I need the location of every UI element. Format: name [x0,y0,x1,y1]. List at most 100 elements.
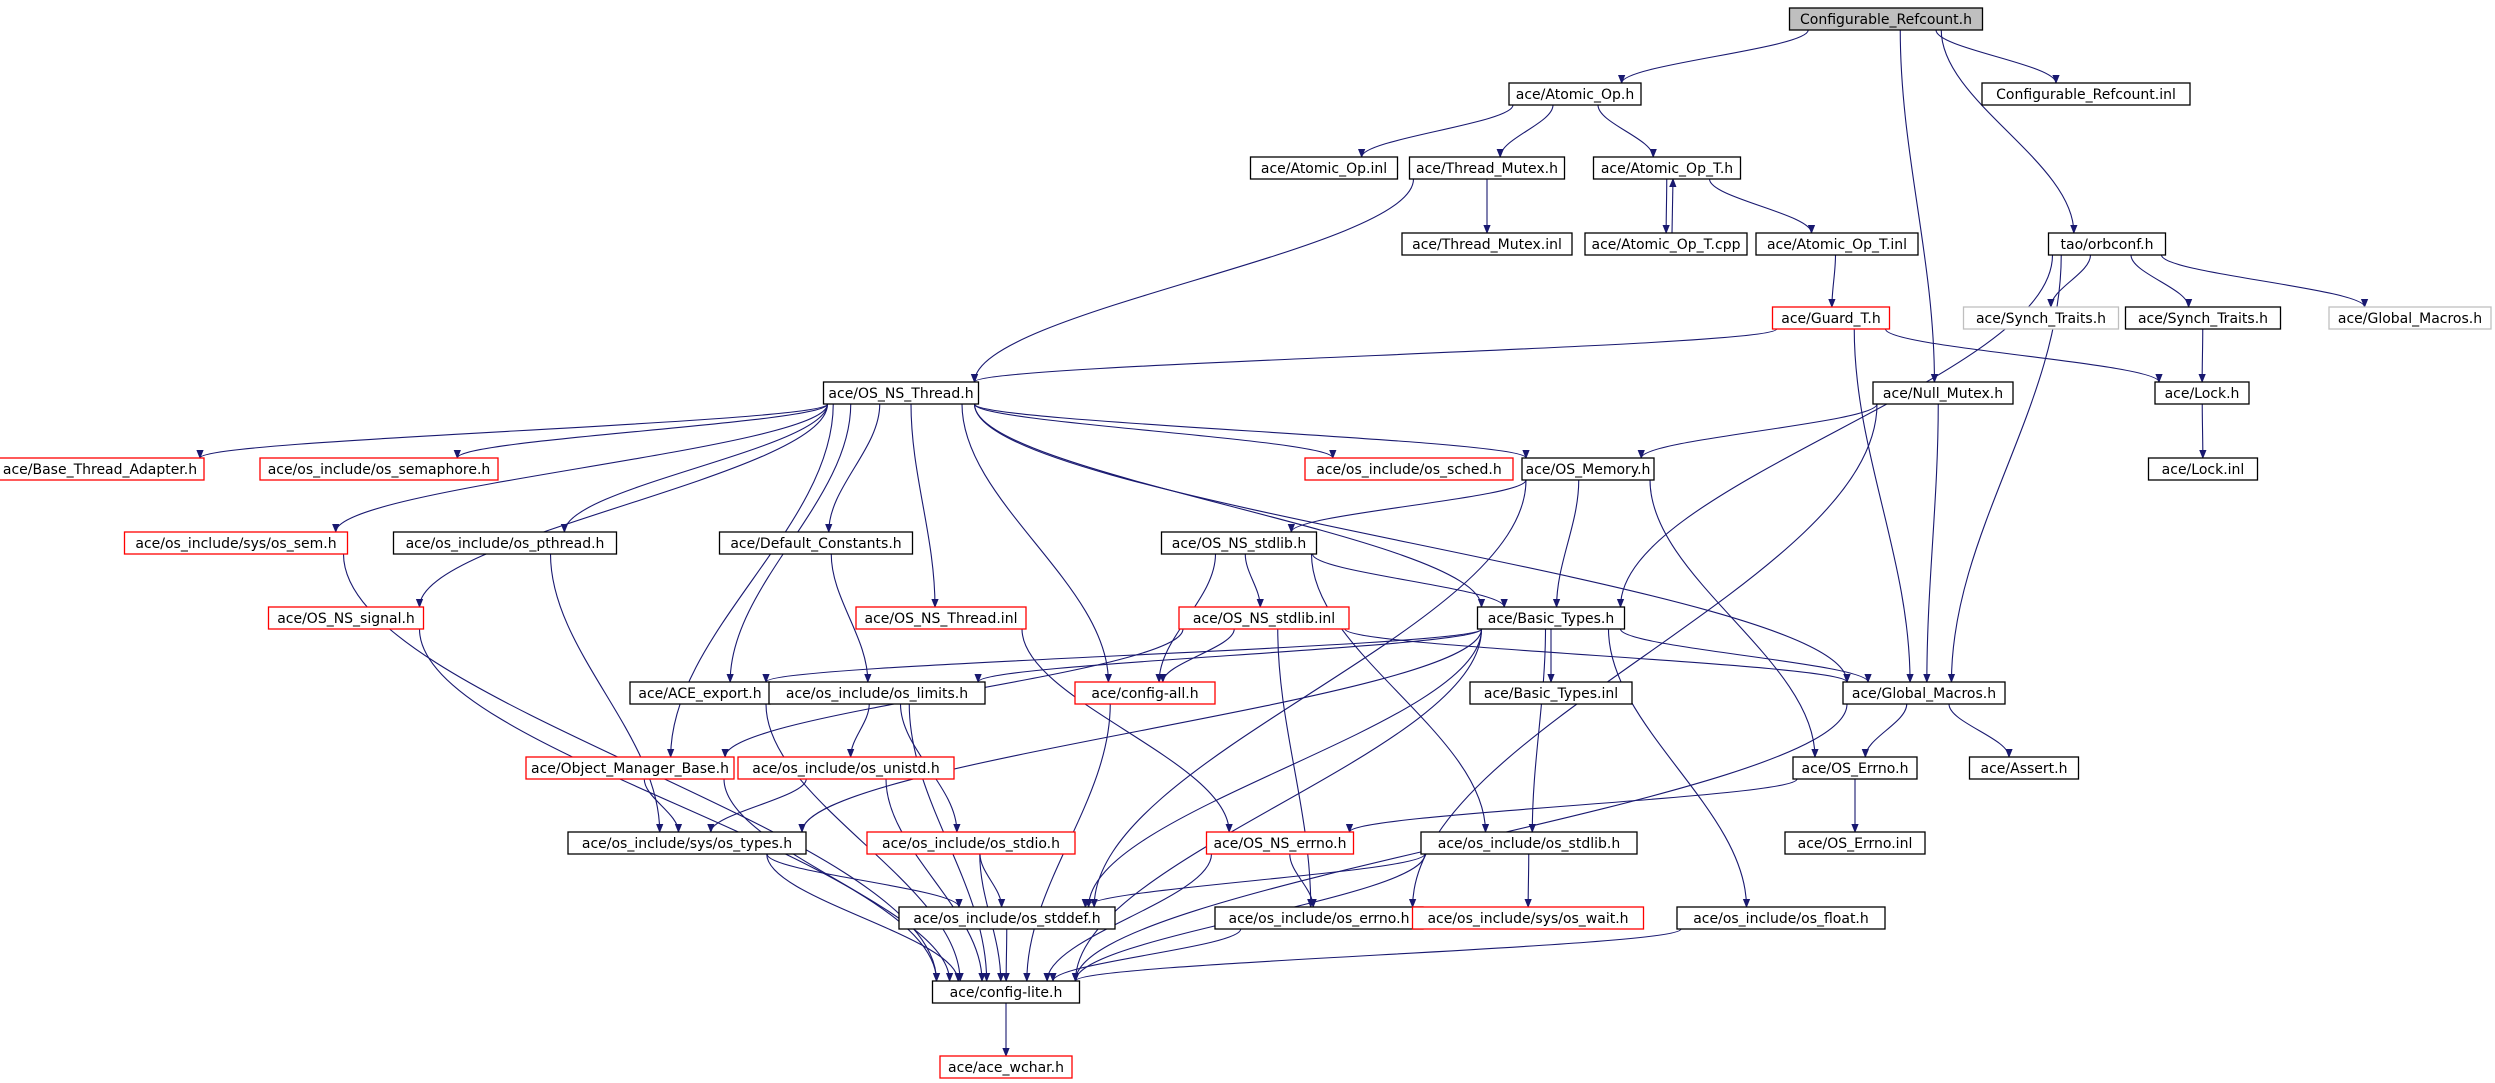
node-label: ace/OS_Errno.inl [1798,836,1913,852]
edge-atomic-op-h-to-atomic-op-t-h [1597,104,1653,158]
node-label: ace/OS_NS_stdlib.inl [1193,611,1335,627]
node-base-thread-adapter-h[interactable]: ace/Base_Thread_Adapter.h [0,457,205,481]
edge-basic-types-h-to-os-limits-h [978,628,1483,683]
node-os-types-h[interactable]: ace/os_include/sys/os_types.h [567,831,807,855]
node-os-stdio-h[interactable]: ace/os_include/os_stdio.h [866,831,1076,855]
node-box [2328,306,2492,330]
node-synch-traits-h[interactable]: ace/Synch_Traits.h [2124,306,2282,330]
edge-atomic-op-t-h-to-atomic-op-t-cpp [1666,178,1667,233]
node-ace-export-h[interactable]: ace/ACE_export.h [629,681,771,705]
edge-os-stdlib-h-to-os-stddef-h [1085,853,1426,908]
node-os-memory-h[interactable]: ace/OS_Memory.h [1521,457,1655,481]
node-label: ace/Atomic_Op.h [1516,87,1634,103]
node-lock-inl[interactable]: ace/Lock.inl [2147,457,2259,481]
node-thread-mutex-inl[interactable]: ace/Thread_Mutex.inl [1401,232,1573,256]
node-global-macros-missing[interactable]: ace/Global_Macros.h [2328,306,2492,330]
node-default-constants-h[interactable]: ace/Default_Constants.h [718,531,914,555]
node-os-errno-inl[interactable]: ace/OS_Errno.inl [1784,831,1926,855]
node-atomic-op-inl[interactable]: ace/Atomic_Op.inl [1249,156,1399,180]
node-lock-h[interactable]: ace/Lock.h [2154,381,2250,405]
node-box [898,906,1116,930]
node-thread-mutex-h[interactable]: ace/Thread_Mutex.h [1408,156,1566,180]
edge-orbconf-h-to-synch-traits-missing [2051,254,2092,308]
node-atomic-op-h[interactable]: ace/Atomic_Op.h [1508,82,1642,106]
node-box [1592,156,1742,180]
node-os-limits-h[interactable]: ace/os_include/os_limits.h [768,681,986,705]
node-label: ace/Global_Macros.h [2338,311,2482,327]
node-box [1771,306,1891,330]
node-os-sem-h[interactable]: ace/os_include/sys/os_sem.h [123,531,349,555]
node-os-ns-stdlib-inl[interactable]: ace/OS_NS_stdlib.inl [1178,606,1350,630]
node-label: ace/ace_wchar.h [948,1060,1064,1076]
node-label: ace/Lock.inl [2162,462,2245,478]
node-config-all-h[interactable]: ace/config-all.h [1074,681,1216,705]
nodes: Configurable_Refcount.h ace/Atomic_Op.h Co… [0,7,2492,1079]
node-os-errno-inc-h[interactable]: ace/os_include/os_errno.h [1214,906,1424,930]
node-global-macros-h[interactable]: ace/Global_Macros.h [1842,681,2006,705]
node-atomic-op-t-inl[interactable]: ace/Atomic_Op_T.inl [1755,232,1919,256]
node-os-float-h[interactable]: ace/os_include/os_float.h [1676,906,1886,930]
node-box [259,457,499,481]
node-box [1420,831,1638,855]
node-label: Configurable_Refcount.inl [1996,87,2176,103]
node-os-stdlib-h[interactable]: ace/os_include/os_stdlib.h [1420,831,1638,855]
node-object-manager-base-h[interactable]: ace/Object_Manager_Base.h [525,756,735,780]
node-label: ace/ACE_export.h [638,686,761,702]
node-os-ns-thread-h[interactable]: ace/OS_NS_Thread.h [822,381,980,405]
edge-os-ns-thread-inl-to-os-ns-errno-h [1021,628,1229,832]
edge-null-mutex-h-to-global-macros-h [1927,403,1939,682]
node-null-mutex-h[interactable]: ace/Null_Mutex.h [1872,381,2014,405]
node-label: ace/os_include/os_stdio.h [882,836,1060,852]
node-assert-h[interactable]: ace/Assert.h [1968,756,2080,780]
edge-os-unistd-h-to-config-lite-h [885,778,982,981]
node-os-ns-thread-inl[interactable]: ace/OS_NS_Thread.inl [855,606,1027,630]
edge-os-memory-h-to-basic-types-h [1557,479,1580,607]
edge-object-manager-base-h-to-config-lite-h [723,778,950,981]
node-os-errno-h[interactable]: ace/OS_Errno.h [1792,756,1918,780]
edge-os-types-h-to-config-lite-h [766,853,958,981]
node-cfg-refcount-inl[interactable]: Configurable_Refcount.inl [1981,82,2191,106]
edge-os-float-h-to-config-lite-h [1076,928,1682,982]
node-os-semaphore-h[interactable]: ace/os_include/os_semaphore.h [259,457,499,481]
edge-root-to-null-mutex-h [1899,29,1934,382]
node-label: ace/os_include/sys/os_wait.h [1427,911,1628,927]
edge-os-ns-thread-h-to-os-sem-h [336,403,829,533]
edge-object-manager-base-h-to-os-types-h [643,778,678,833]
node-os-ns-signal-h[interactable]: ace/OS_NS_signal.h [267,606,425,630]
node-box [1508,82,1642,106]
node-os-ns-stdlib-h[interactable]: ace/OS_NS_stdlib.h [1160,531,1318,555]
node-label: ace/OS_NS_Thread.h [828,386,973,402]
node-guard-t-h[interactable]: ace/Guard_T.h [1771,306,1891,330]
node-label: ace/Lock.h [2165,386,2240,402]
node-basic-types-h[interactable]: ace/Basic_Types.h [1476,606,1626,630]
node-orbconf-h[interactable]: tao/orbconf.h [2047,232,2167,256]
node-label: ace/Object_Manager_Base.h [531,761,729,777]
node-ace-wchar-h[interactable]: ace/ace_wchar.h [939,1055,1073,1079]
node-label: ace/OS_NS_errno.h [1213,836,1346,852]
edge-os-ns-thread-h-to-os-sched-h [973,403,1333,459]
edge-root-to-atomic-op-h [1622,29,1809,84]
node-os-wait-h[interactable]: ace/os_include/sys/os_wait.h [1411,906,1645,930]
node-atomic-op-t-h[interactable]: ace/Atomic_Op_T.h [1592,156,1742,180]
node-basic-types-inl[interactable]: ace/Basic_Types.inl [1469,681,1633,705]
node-atomic-op-t-cpp[interactable]: ace/Atomic_Op_T.cpp [1584,232,1748,256]
edge-thread-mutex-h-to-os-ns-thread-h [975,178,1415,382]
node-box [855,606,1027,630]
node-os-pthread-h[interactable]: ace/os_include/os_pthread.h [392,531,618,555]
edge-basic-types-h-to-global-macros-h [1619,628,1869,683]
edge-atomic-op-h-to-thread-mutex-h [1500,104,1554,158]
node-box [2047,232,2167,256]
edge-basic-types-h-to-os-stddef-h [1089,628,1483,907]
node-synch-traits-missing[interactable]: ace/Synch_Traits.h [1962,306,2120,330]
node-config-lite-h[interactable]: ace/config-lite.h [931,980,1081,1004]
node-box [1792,756,1918,780]
node-os-stddef-h[interactable]: ace/os_include/os_stddef.h [898,906,1116,930]
node-os-unistd-h[interactable]: ace/os_include/os_unistd.h [737,756,955,780]
edge-os-ns-thread-h-to-config-all-h [961,403,1108,682]
edge-ace-export-h-to-config-lite-h [765,703,960,981]
node-os-ns-errno-h[interactable]: ace/OS_NS_errno.h [1205,831,1355,855]
node-root[interactable]: Configurable_Refcount.h [1788,7,1984,31]
edge-root-to-orbconf-h [1940,29,2074,233]
node-os-sched-h[interactable]: ace/os_include/os_sched.h [1304,457,1514,481]
edge-os-ns-thread-h-to-os-pthread-h [564,403,829,533]
